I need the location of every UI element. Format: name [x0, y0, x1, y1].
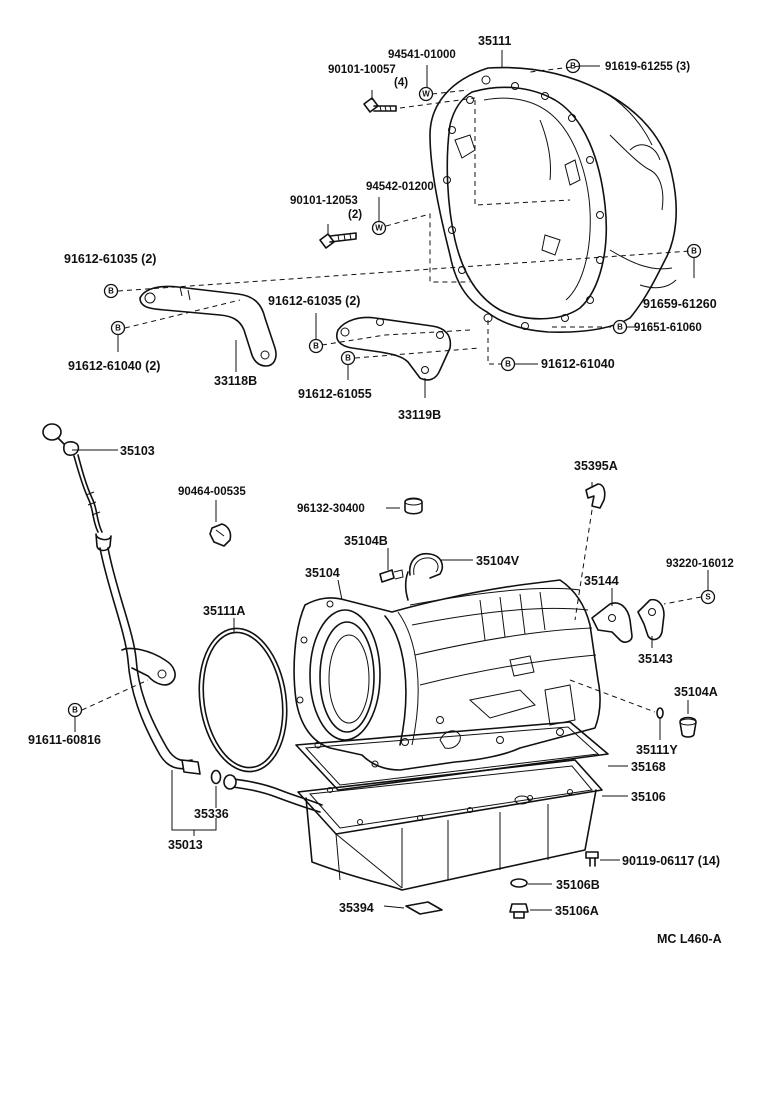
svg-text:B: B	[108, 287, 114, 296]
dipstick-35103	[42, 423, 103, 533]
label-35111Y: 35111Y	[636, 743, 678, 757]
lower-leader-lines	[72, 449, 709, 911]
label-35111A: 35111A	[203, 604, 245, 618]
pan-gasket-35168	[295, 721, 609, 791]
label-33118B: 33118B	[214, 374, 257, 388]
plug-35104B	[379, 569, 404, 583]
svg-text:B: B	[115, 324, 121, 333]
filter-35394	[405, 901, 443, 915]
o-ring-35111Y	[656, 707, 664, 719]
label-33119B: 33119B	[398, 408, 441, 422]
label-91612-61040-b: 91612-61040	[541, 357, 615, 371]
bracket-35144	[591, 602, 633, 643]
label-35144: 35144	[584, 574, 619, 588]
label-91612-61035-a: 91612-61035 (2)	[64, 252, 156, 266]
label-35013: 35013	[168, 838, 203, 852]
bolt-91659-icon: B	[686, 243, 702, 259]
upper-leader-lines	[117, 50, 695, 398]
breather-hose-35104V	[408, 552, 444, 579]
plug-96132	[404, 497, 423, 515]
svg-text:B: B	[691, 247, 697, 256]
bracket-35395A	[585, 483, 606, 509]
bolt-91611-icon: B	[67, 702, 83, 718]
seal-93220-icon: S	[700, 589, 716, 605]
label-91651-61060: 91651-61060	[634, 322, 702, 334]
svg-text:S: S	[705, 593, 711, 602]
bolt-90119	[585, 851, 599, 867]
bolt-91651-icon: B	[612, 319, 628, 335]
svg-text:B: B	[345, 354, 351, 363]
svg-text:W: W	[375, 224, 383, 233]
svg-text:B: B	[313, 342, 319, 351]
svg-text:B: B	[72, 706, 78, 715]
label-35106A: 35106A	[555, 904, 599, 918]
diagram-code: MC L460-A	[657, 932, 722, 946]
bolt-91612-61055-icon: B	[340, 350, 356, 366]
washer-94541-icon: W	[418, 86, 434, 102]
label-90101-12053-qty: (2)	[348, 209, 362, 221]
label-93220-16012: 93220-16012	[666, 558, 734, 570]
label-35104A: 35104A	[674, 685, 718, 699]
bolt-91612-61040-b-icon: B	[500, 356, 516, 372]
bracket-35143	[637, 598, 665, 641]
tube-connector	[223, 774, 323, 813]
label-35395A: 35395A	[574, 459, 618, 473]
label-91612-61055: 91612-61055	[298, 387, 372, 401]
label-94542-01200: 94542-01200	[366, 181, 434, 193]
transmission-case-35104	[293, 571, 601, 771]
label-90101-10057: 90101-10057	[328, 64, 396, 76]
callout-labels: 35111 94541-01000 90101-10057 (4) 91619-…	[28, 34, 734, 946]
label-35106B: 35106B	[556, 878, 600, 892]
svg-text:B: B	[570, 62, 576, 71]
label-35168: 35168	[631, 760, 666, 774]
svg-text:B: B	[505, 360, 511, 369]
label-35111: 35111	[478, 34, 511, 48]
converter-housing-35111	[429, 66, 677, 333]
label-96132-30400: 96132-30400	[297, 503, 365, 515]
oil-filler-tube-35013	[95, 533, 201, 775]
svg-text:W: W	[422, 90, 430, 99]
label-91611-60816: 91611-60816	[28, 733, 101, 747]
label-91612-61035-b: 91612-61035 (2)	[268, 294, 360, 308]
drain-plug-35106A	[509, 903, 529, 919]
label-91619-61255: 91619-61255 (3)	[605, 61, 690, 73]
washer-94542-icon: W	[371, 220, 387, 236]
label-35394: 35394	[339, 901, 374, 915]
o-ring-35336	[210, 769, 222, 785]
label-90464-00535: 90464-00535	[178, 486, 246, 498]
oil-pan-35106	[297, 759, 603, 891]
label-35336: 35336	[194, 807, 229, 821]
label-35106: 35106	[631, 790, 666, 804]
label-35143: 35143	[638, 652, 673, 666]
label-90101-10057-qty: (4)	[394, 77, 408, 89]
svg-text:B: B	[617, 323, 623, 332]
clip-90464	[209, 523, 232, 547]
label-91659-61260: 91659-61260	[643, 297, 717, 311]
label-35103: 35103	[120, 444, 155, 458]
bolt-91612-61035-a-icon: B	[103, 283, 119, 299]
label-91612-61040-a: 91612-61040 (2)	[68, 359, 160, 373]
label-90119-06117: 90119-06117 (14)	[622, 854, 720, 868]
label-35104V: 35104V	[476, 554, 520, 568]
bolt-35104A	[679, 716, 697, 738]
bracket-33119B	[336, 316, 452, 381]
gasket-ring-35111A	[198, 627, 288, 773]
bolt-91612-61035-b-icon: B	[308, 338, 324, 354]
bracket-33118B	[139, 285, 277, 367]
label-94541-01000: 94541-01000	[388, 49, 456, 61]
bolt-90101-12053	[319, 232, 357, 249]
label-35104: 35104	[305, 566, 340, 580]
bolt-91612-61040-a-icon: B	[110, 320, 126, 336]
label-90101-12053: 90101-12053	[290, 195, 358, 207]
gasket-35106B	[510, 878, 528, 888]
label-35104B: 35104B	[344, 534, 388, 548]
bolt-90101-10057	[363, 97, 397, 113]
